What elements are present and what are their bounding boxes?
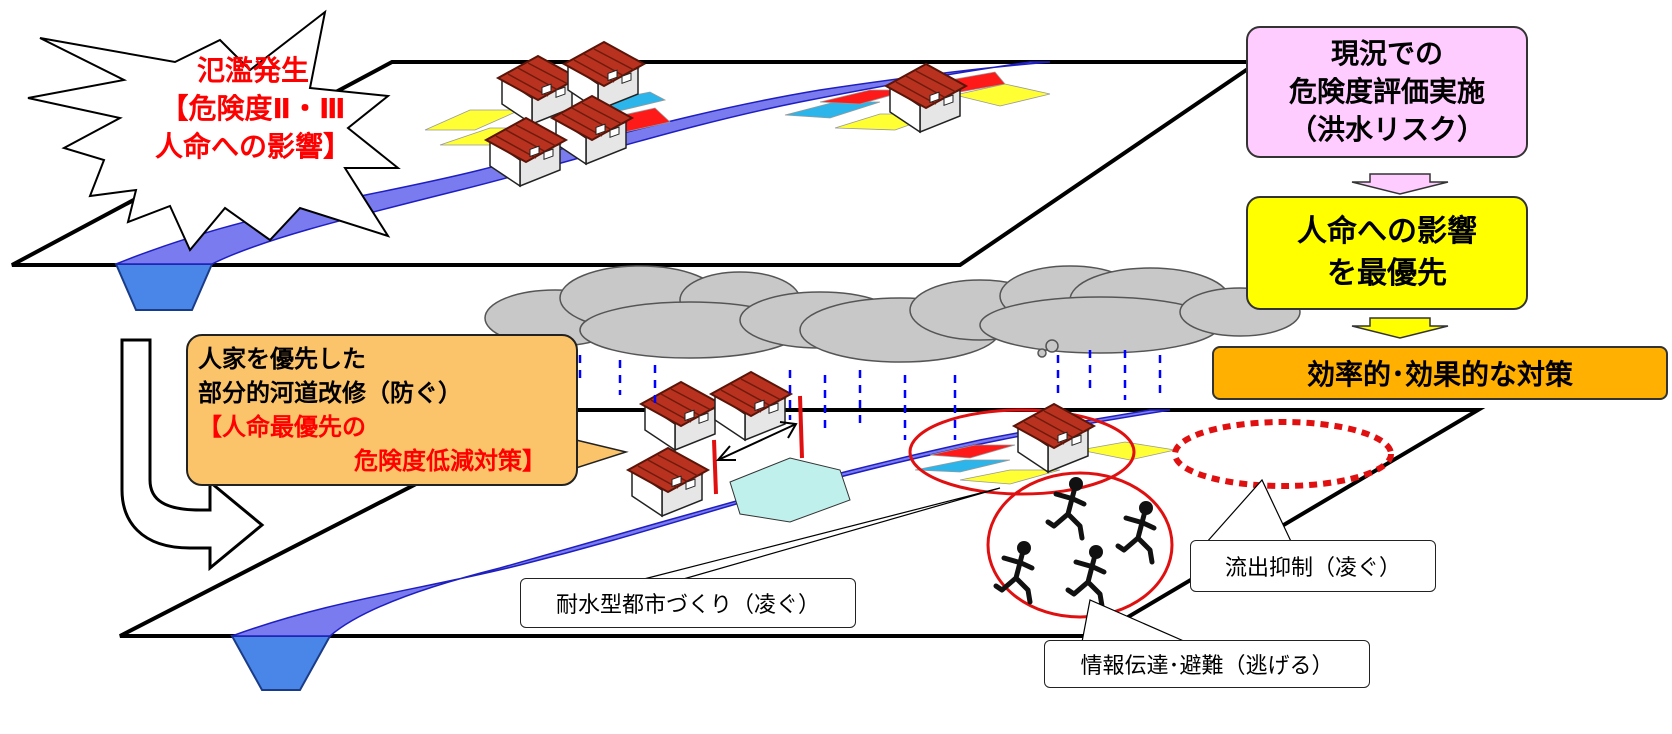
risk-box-line-2: 危険度評価実施	[1288, 75, 1485, 108]
dike-line-right	[798, 395, 804, 459]
evacuation-callout-text: 情報伝達･避難（逃げる）	[1080, 654, 1334, 679]
lower-river	[231, 409, 1171, 637]
dike-line-left	[712, 439, 718, 495]
callout-line-1: 人家を優先した	[198, 345, 366, 373]
urban-callout: 耐水型都市づくり（凌ぐ）	[520, 578, 856, 628]
lower-channel-section	[230, 635, 332, 691]
flow-arrow-2	[1351, 317, 1449, 339]
measures-label: 効率的･効果的な対策	[1306, 358, 1573, 391]
evacuation-zone-ellipse	[986, 471, 1174, 619]
cloud-icon	[484, 265, 1301, 363]
priority-box-line-1: 人命への影響	[1297, 214, 1477, 249]
burst-line-1: 氾濫発生	[196, 54, 309, 87]
transition-arrow	[120, 338, 265, 572]
burst-line-2: 【危険度Ⅱ・Ⅲ	[160, 92, 346, 125]
river-improvement-callout: 人家を優先した 部分的河道改修（防ぐ） 【人命最優先の 危険度低減対策】	[186, 334, 578, 486]
urban-callout-text: 耐水型都市づくり（凌ぐ）	[555, 593, 820, 618]
lower-hazard-patches	[914, 441, 1176, 485]
life-priority-box: 人命への影響 を最優先	[1246, 196, 1528, 310]
rain-drops	[518, 350, 1162, 440]
runoff-zone-ellipse	[1172, 419, 1394, 489]
channel-widening-area	[729, 457, 851, 523]
risk-box-line-1: 現況での	[1330, 37, 1443, 70]
callout-line-2: 部分的河道改修（防ぐ）	[198, 379, 462, 407]
width-arrow	[715, 421, 798, 461]
callout-line-4: 危険度低減対策】	[354, 447, 546, 475]
current-risk-box: 現況での 危険度評価実施 （洪水リスク）	[1246, 26, 1528, 158]
evacuation-callout: 情報伝達･避難（逃げる）	[1044, 640, 1370, 688]
upper-channel-section	[114, 263, 214, 311]
priority-box-line-2: を最優先	[1327, 256, 1447, 291]
runoff-callout-text: 流出抑制（凌ぐ）	[1224, 556, 1401, 581]
effective-measures-box: 効率的･効果的な対策	[1212, 346, 1668, 400]
runoff-callout: 流出抑制（凌ぐ）	[1190, 540, 1436, 592]
callout-line-3: 【人命最優先の	[198, 413, 366, 441]
burst-line-3: 人命への影響】	[154, 130, 351, 163]
flood-burst-star	[27, 9, 401, 252]
urban-zone-ellipse	[908, 408, 1136, 496]
flood-burst-label: 氾濫発生 【危険度Ⅱ・Ⅲ 人命への影響】	[118, 52, 388, 166]
flow-arrow-1	[1351, 173, 1449, 195]
risk-box-line-3: （洪水リスク）	[1288, 113, 1485, 146]
